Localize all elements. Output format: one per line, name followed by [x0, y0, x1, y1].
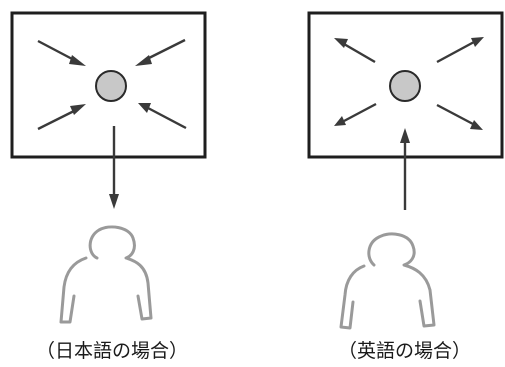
arrow-icon	[109, 126, 119, 209]
arrow-icon	[436, 37, 484, 64]
caption-japanese: （日本語の場合）	[36, 340, 189, 362]
center-circle	[389, 70, 421, 102]
arrow-icon	[37, 104, 86, 131]
panel-english	[307, 11, 504, 330]
arrow-icon	[138, 103, 187, 130]
person-outline-icon	[59, 225, 153, 324]
arrow-icon	[436, 103, 483, 130]
center-circle	[95, 70, 127, 102]
panel-japanese	[10, 11, 207, 324]
arrow-icon	[334, 38, 376, 64]
arrow-icon	[135, 38, 186, 66]
arrow-icon	[334, 102, 377, 126]
person-outline-icon	[339, 232, 436, 330]
caption-english: （英語の場合）	[338, 340, 472, 362]
arrow-icon	[400, 128, 410, 210]
arrow-icon	[37, 39, 86, 66]
